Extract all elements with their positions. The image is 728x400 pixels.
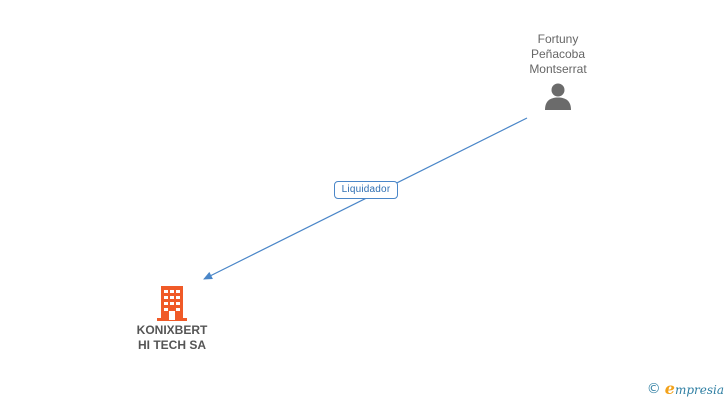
brand-rest: mpresia [674,382,724,397]
brand-initial: e [664,378,675,398]
person-icon [545,83,571,110]
company-name-line: KONIXBERT [136,323,208,337]
brand-wordmark: empresia [664,378,724,398]
person-node[interactable]: Fortuny Peñacoba Montserrat [496,32,620,111]
company-name: KONIXBERT HI TECH SA [112,323,232,353]
company-node[interactable]: KONIXBERT HI TECH SA [112,285,232,353]
edge-label-liquidador[interactable]: Liquidador [334,181,398,199]
brand-logo[interactable]: © empresia [647,379,724,399]
person-name-line: Peñacoba [530,47,586,61]
copyright-icon: © [646,381,661,397]
company-name-line: HI TECH SA [137,338,206,352]
person-name-line: Montserrat [529,62,587,76]
person-name: Fortuny Peñacoba Montserrat [496,32,620,77]
person-name-line: Fortuny [537,32,579,46]
building-icon [157,286,187,321]
